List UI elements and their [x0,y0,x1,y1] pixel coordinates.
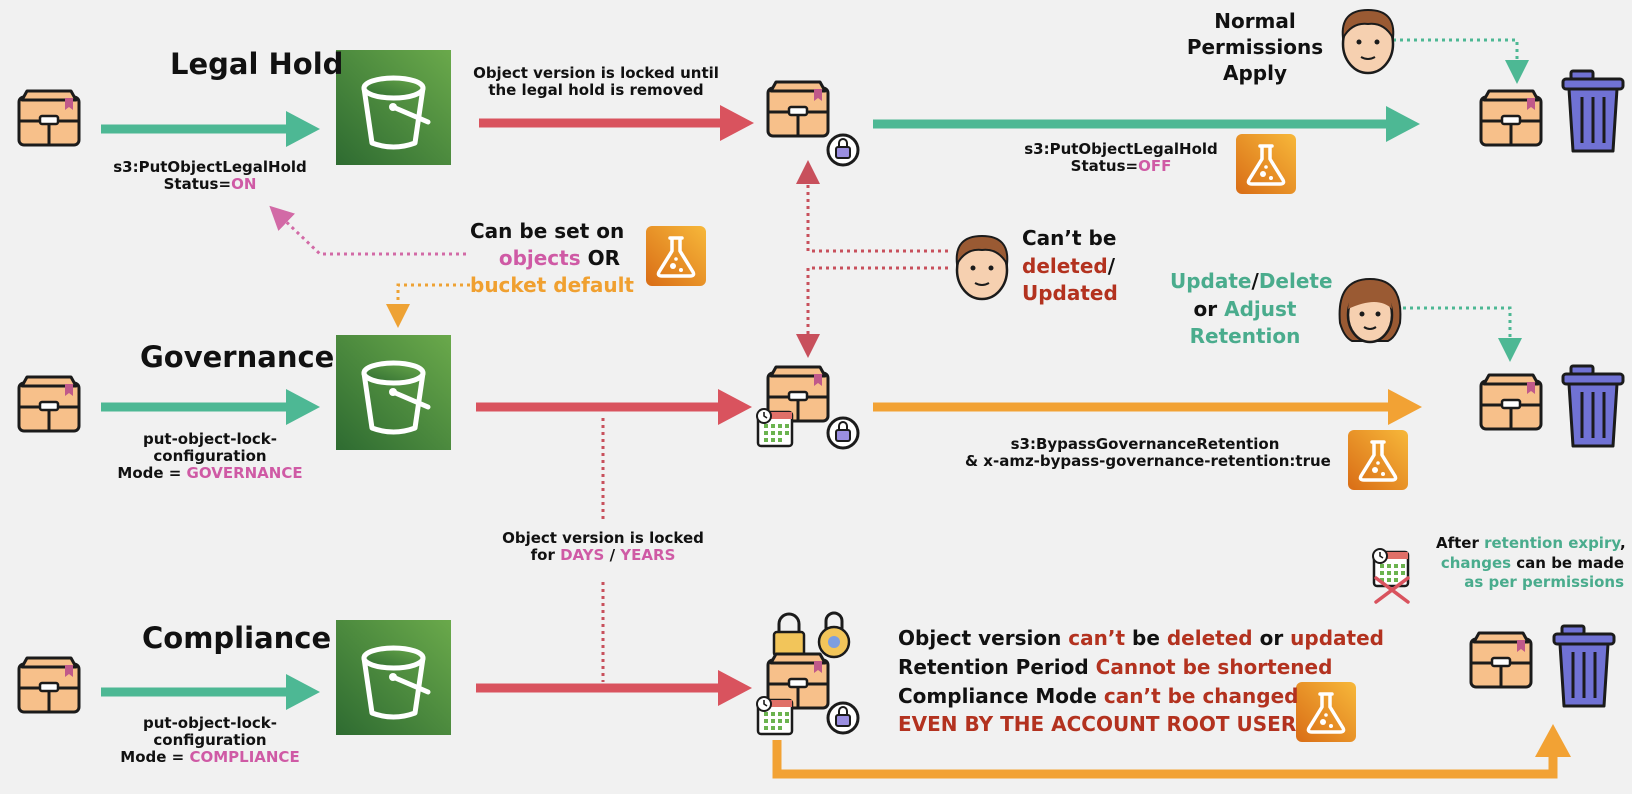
compliance-lock-arrow [476,670,752,706]
governance-command-label: put-object-lock- configuration Mode = GO… [117,430,303,482]
normal-permissions-label: Normal Permissions Apply [1186,9,1324,85]
legal-hold-lock-note: Object version is locked until the legal… [473,64,719,99]
restricted-user-avatar [955,234,1009,301]
governance-delete-target-icon [1479,364,1625,448]
cant-be-deleted-connector [796,160,948,253]
bypass-permission-icon [1346,428,1410,492]
compliance-in-arrow [101,674,320,710]
flow-arrows [101,105,1571,779]
bucket-default-connector [386,283,470,328]
governance-lock-arrow [476,389,752,425]
legal-hold-lock-arrow [479,105,754,141]
legal-hold-api-label: s3:PutObjectLegalHold Status=ON [113,158,307,193]
compliance-title: Compliance [142,621,332,655]
compliance-expiry-arrow [772,724,1571,779]
cant-be-updated-connector [796,266,948,358]
governance-bucket-icon [336,335,451,450]
cant-be-deleted-label: Can’t be deleted/ Updated [1022,226,1118,306]
legal-hold-off-arrow [873,106,1420,142]
privileged-user-avatar [1338,277,1402,344]
update-delete-label: Update/Delete or Adjust Retention [1170,269,1333,349]
locked-duration-label: Object version is locked for DAYS / YEAR… [502,529,704,564]
legal-hold-source-object-icon [17,89,81,147]
compliance-bucket-icon [336,620,451,735]
retention-expiry-calendar-icon [1371,547,1410,604]
compliance-source-object-icon [17,656,81,714]
bypass-label: s3:BypassGovernanceRetention & x-amz-byp… [965,435,1331,470]
governance-source-object-icon [17,375,81,433]
compliance-delete-target-icon [1469,624,1616,708]
retention-expiry-label: After retention expiry, changes can be m… [1436,534,1626,591]
legal-hold-bucket-icon [336,50,451,165]
set-on-permission-icon [644,224,708,288]
legal-hold-off-permission-icon [1234,132,1298,196]
compliance-rules-label: Object version can’t be deleted or updat… [898,626,1384,737]
legal-hold-locked-object-icon [766,80,860,167]
normal-user-avatar [1341,8,1395,75]
objects-connector [269,205,466,256]
dotted-connectors [269,38,1529,682]
governance-title: Governance [140,340,335,374]
legal-hold-off-label: s3:PutObjectLegalHold Status=OFF [1024,140,1218,175]
legal-hold-in-arrow [101,111,320,147]
governance-bypass-arrow [873,389,1422,425]
compliance-locked-object-icon [755,611,860,736]
legal-hold-title: Legal Hold [170,47,344,81]
update-delete-connector [1396,306,1522,362]
governance-in-arrow [101,389,320,425]
compliance-command-label: put-object-lock- configuration Mode = CO… [120,714,300,766]
set-on-label: Can be set on objects OR bucket default [470,219,634,297]
governance-locked-object-icon [755,365,860,450]
normal-permissions-connector [1393,38,1529,84]
legal-hold-delete-target-icon [1479,69,1625,153]
